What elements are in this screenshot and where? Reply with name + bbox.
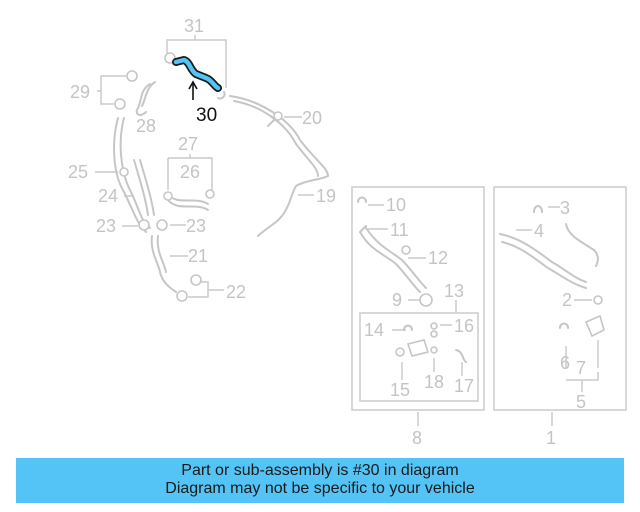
label-23-left: 23: [96, 216, 116, 236]
label-27: 27: [178, 134, 198, 154]
label-9: 9: [392, 290, 402, 310]
label-4: 4: [534, 221, 544, 241]
label-12: 12: [428, 248, 448, 268]
label-6: 6: [560, 353, 570, 373]
label-25: 25: [68, 162, 88, 182]
label-13: 13: [444, 281, 464, 301]
label-23-right: 23: [186, 216, 206, 236]
callout-lines: [95, 35, 599, 426]
info-banner: Part or sub-assembly is #30 in diagram D…: [16, 458, 624, 503]
label-29: 29: [70, 82, 90, 102]
label-31: 31: [184, 16, 204, 36]
part-30-hose[interactable]: [172, 56, 222, 100]
label-24: 24: [98, 186, 118, 206]
label-20: 20: [302, 108, 322, 128]
label-17: 17: [454, 376, 474, 396]
label-14: 14: [364, 320, 384, 340]
label-30: 30: [196, 105, 217, 126]
label-21: 21: [188, 246, 208, 266]
box-8: [351, 186, 485, 411]
label-2: 2: [562, 290, 572, 310]
label-26: 26: [180, 162, 200, 182]
part-30-highlight: [173, 57, 221, 91]
label-16: 16: [454, 316, 474, 336]
banner-line-part: Part or sub-assembly is #30 in diagram: [181, 462, 459, 479]
subassembly-boxes: [351, 186, 627, 411]
label-15: 15: [390, 380, 410, 400]
label-22: 22: [226, 282, 246, 302]
label-10: 10: [386, 195, 406, 215]
part-labels: 31 29 28 30 20 27 26 25 24 19 23 23 21 2…: [68, 16, 586, 448]
label-3: 3: [560, 198, 570, 218]
label-5: 5: [576, 392, 586, 412]
banner-line-disclaimer: Diagram may not be specific to your vehi…: [165, 480, 475, 497]
label-7: 7: [576, 358, 586, 378]
label-19: 19: [316, 186, 336, 206]
box-1: [493, 186, 627, 411]
label-11: 11: [390, 220, 409, 240]
label-18: 18: [424, 372, 444, 392]
label-8: 8: [412, 428, 422, 448]
label-28: 28: [136, 116, 156, 136]
box-13: [359, 312, 479, 402]
grey-parts: [113, 52, 605, 363]
label-1: 1: [546, 428, 556, 448]
